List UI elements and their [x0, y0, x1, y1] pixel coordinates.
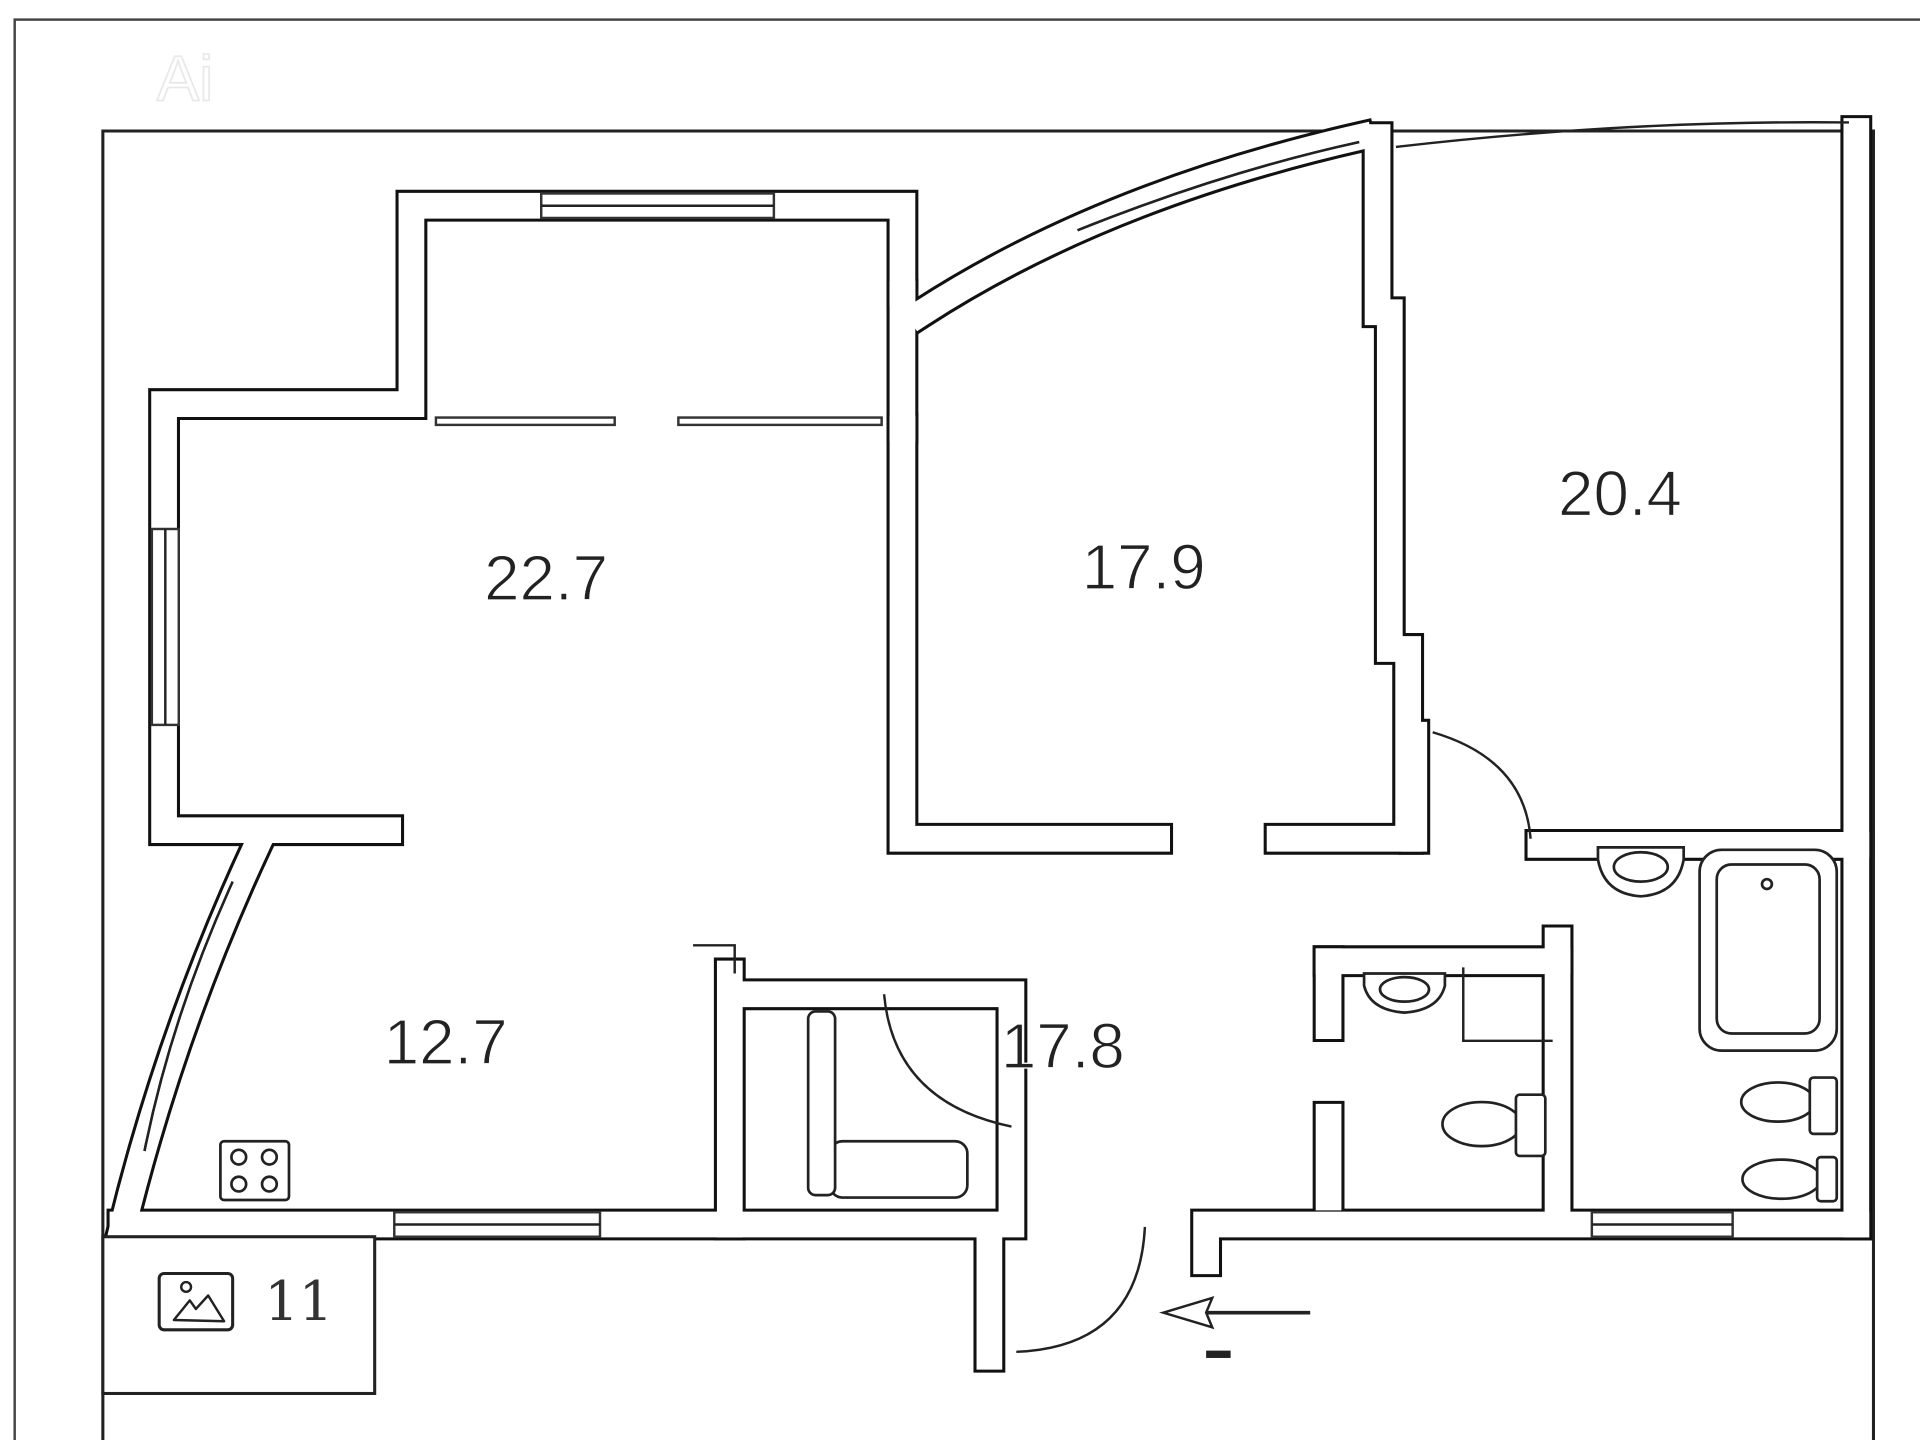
room-area-label: 22.7 — [484, 543, 608, 614]
entrance-arrow-icon — [1159, 1296, 1311, 1358]
svg-text:Ai: Ai — [157, 43, 214, 114]
toilet-icon — [1441, 1093, 1547, 1158]
sink-icon-2 — [1362, 972, 1447, 1015]
plan-frame — [101, 129, 1875, 1440]
bathtub-icon — [806, 1010, 969, 1199]
bidet-icon — [1741, 1155, 1839, 1203]
partitions — [434, 416, 1553, 1043]
walls — [103, 115, 1873, 1373]
doors — [882, 731, 1532, 1354]
room-area-label: 12.7 — [384, 1007, 508, 1078]
photo-count-badge[interactable]: 11 — [101, 1235, 377, 1395]
ai-logo-watermark: Ai — [156, 42, 214, 115]
room-area-label: 17.8 — [1001, 1011, 1125, 1082]
room-area-label: 17.9 — [1082, 532, 1206, 603]
stove-icon — [219, 1139, 291, 1202]
photo-count: 11 — [264, 1270, 333, 1333]
toilet-icon-2 — [1739, 1076, 1839, 1136]
sink-icon — [1596, 846, 1686, 898]
image-icon — [157, 1271, 235, 1332]
room-area-label: 20.4 — [1558, 459, 1682, 530]
bathtub-icon-2 — [1698, 848, 1839, 1052]
windows — [143, 121, 1849, 1238]
outer-frame — [13, 18, 1920, 1440]
